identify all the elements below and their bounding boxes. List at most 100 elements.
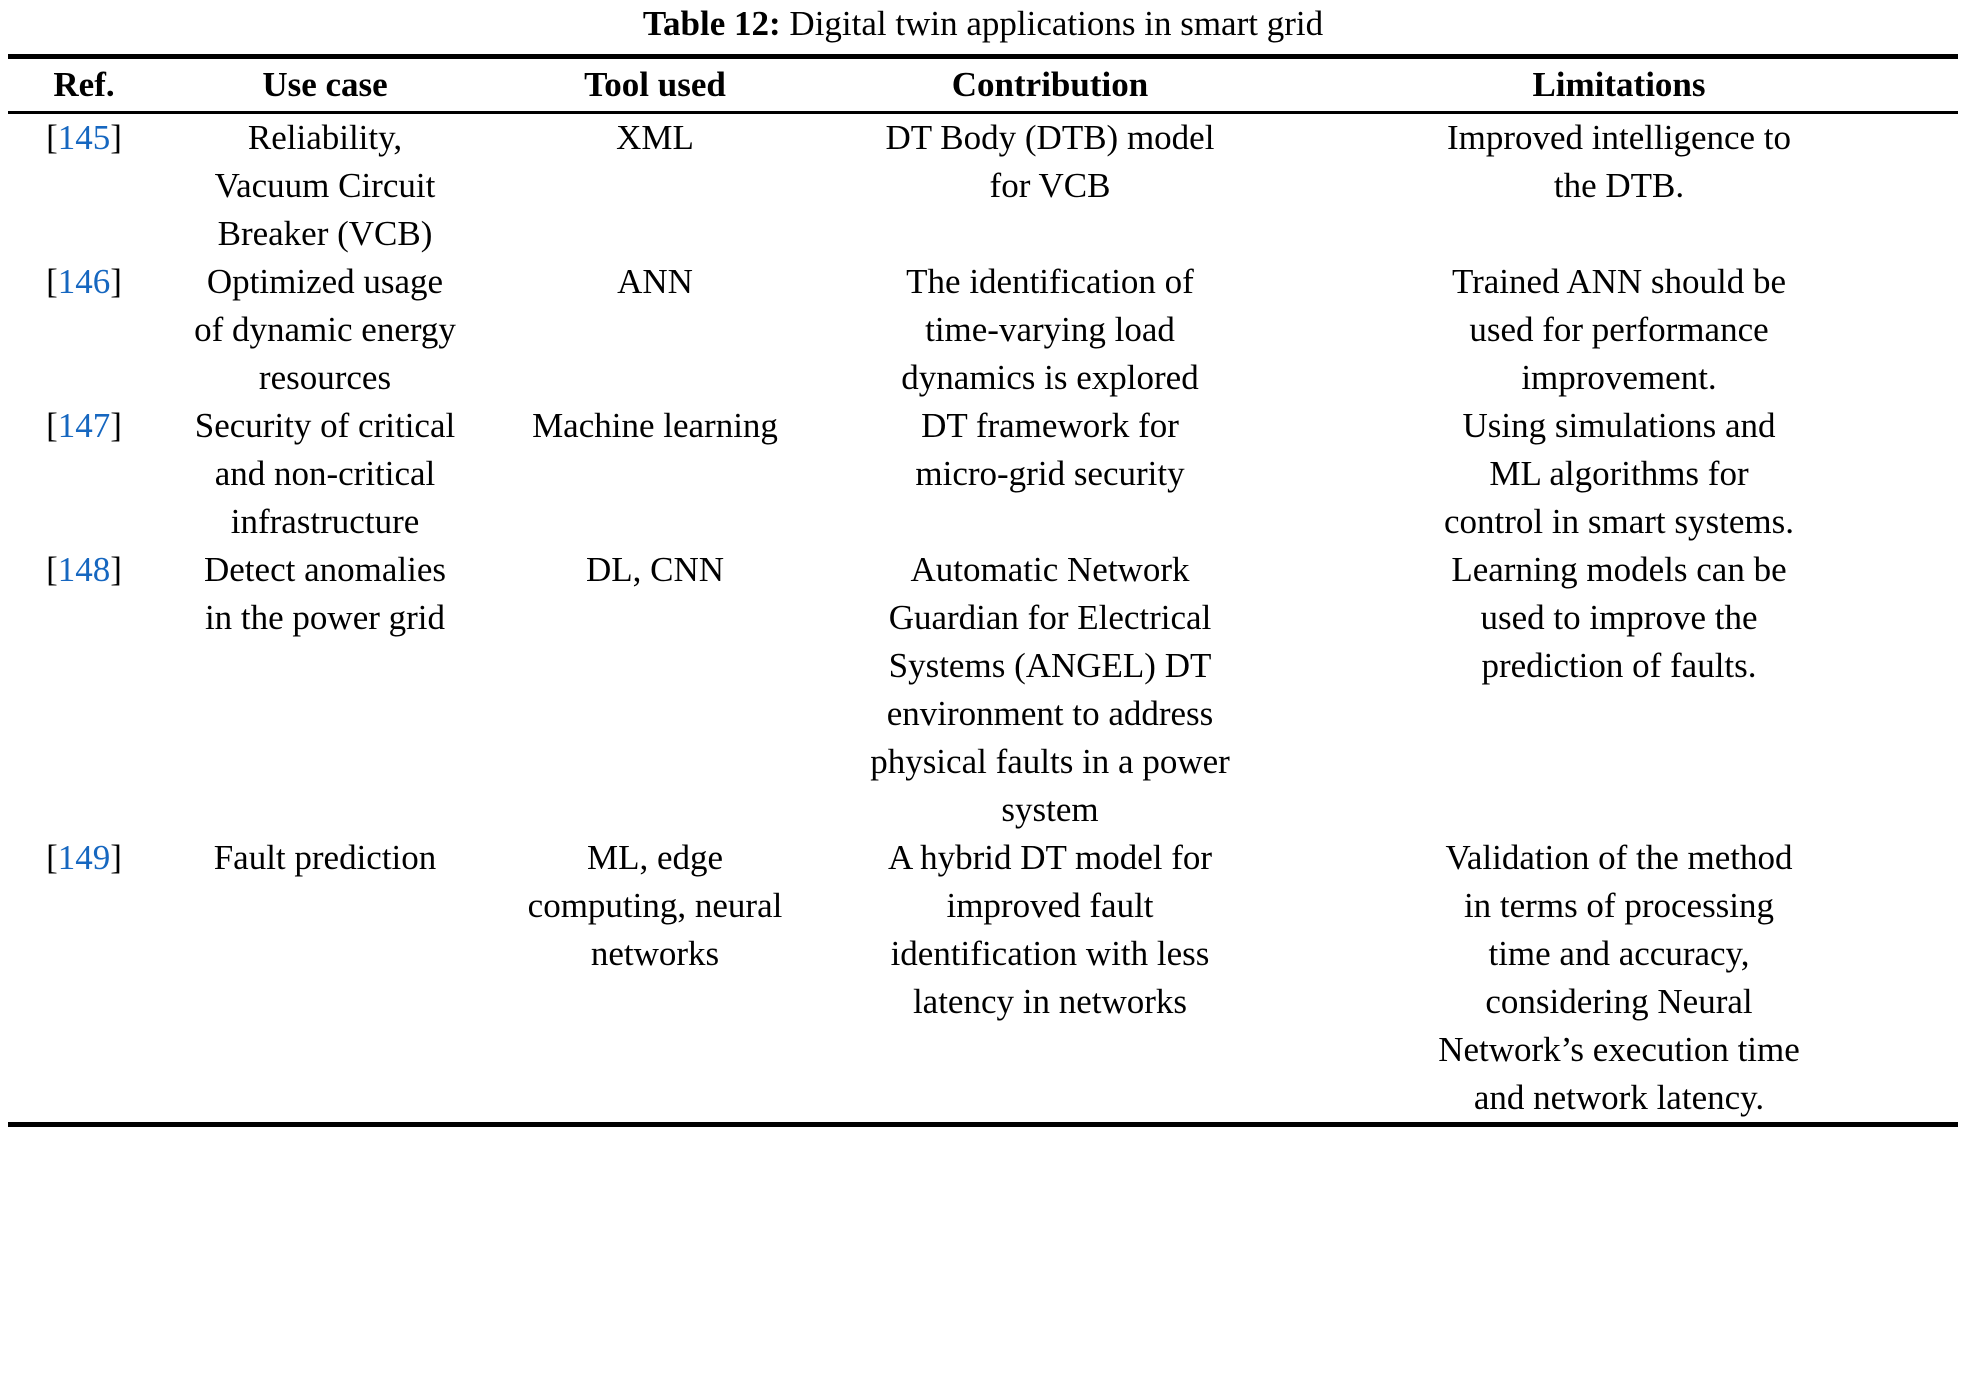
cell-reference: [148] <box>8 546 160 834</box>
cell-limitations: Trained ANN should be used for performanc… <box>1280 258 1958 402</box>
cell-line: A hybrid DT model for <box>887 838 1213 877</box>
cell-line: ANN <box>617 262 693 301</box>
cell-reference: [146] <box>8 258 160 402</box>
cell-line: in the power grid <box>204 598 446 637</box>
cell-line: Learning models can be <box>1451 550 1787 589</box>
cell-line: system <box>1001 790 1099 829</box>
table-caption-label: Table 12: <box>642 4 781 43</box>
table-caption-text: Digital twin applications in smart grid <box>789 4 1324 43</box>
cell-line: computing, neural <box>527 886 783 925</box>
cell-line: Fault prediction <box>213 838 437 877</box>
reference-link-146[interactable]: 146 <box>57 262 111 301</box>
column-header-limitations: Limitations <box>1532 65 1706 104</box>
cell-line: Automatic Network <box>910 550 1190 589</box>
cell-line: Reliability, <box>247 118 403 157</box>
table-header-rule <box>8 111 1958 114</box>
cell-tool-used: Machine learning <box>490 402 820 546</box>
reference-link-147[interactable]: 147 <box>57 406 111 445</box>
cell-line: XML <box>616 118 694 157</box>
cell-line: used for performance <box>1469 310 1769 349</box>
reference-bracket-open: [ <box>46 406 58 445</box>
table-bottom-rule <box>8 1122 1958 1127</box>
cell-line: Network’s execution time <box>1438 1030 1800 1069</box>
cell-reference: [149] <box>8 834 160 1122</box>
cell-limitations: Validation of the method in terms of proc… <box>1280 834 1958 1122</box>
reference-bracket-close: ] <box>110 838 122 877</box>
cell-contribution: DT framework for micro-grid security <box>820 402 1280 546</box>
cell-line: Validation of the method <box>1445 838 1793 877</box>
cell-line: micro-grid security <box>915 454 1185 493</box>
cell-use-case: Fault prediction <box>160 834 490 1122</box>
column-header-contribution: Contribution <box>951 65 1149 104</box>
reference-link-148[interactable]: 148 <box>57 550 111 589</box>
cell-line: dynamics is explored <box>901 358 1199 397</box>
cell-line: physical faults in a power <box>870 742 1230 781</box>
cell-line: Vacuum Circuit <box>214 166 436 205</box>
cell-line: time-varying load <box>925 310 1175 349</box>
cell-line: The identification of <box>906 262 1194 301</box>
cell-contribution: The identification of time-varying load dy… <box>820 258 1280 402</box>
cell-line: used to improve the <box>1480 598 1758 637</box>
cell-limitations: Learning models can be used to improve th… <box>1280 546 1958 834</box>
reference-link-145[interactable]: 145 <box>57 118 111 157</box>
cell-line: DL, CNN <box>585 550 725 589</box>
cell-line: infrastructure <box>230 502 420 541</box>
reference-bracket-open: [ <box>46 262 58 301</box>
cell-line: of dynamic energy <box>194 310 456 349</box>
column-header-ref: Ref. <box>53 65 115 104</box>
cell-line: Machine learning <box>532 406 778 445</box>
cell-line: Detect anomalies <box>204 550 446 589</box>
cell-reference: [145] <box>8 114 160 258</box>
reference-bracket-close: ] <box>110 406 122 445</box>
cell-line: improved fault <box>946 886 1154 925</box>
cell-line: control in smart systems. <box>1444 502 1794 541</box>
reference-bracket-close: ] <box>110 118 122 157</box>
cell-line: Systems (ANGEL) DT <box>888 646 1212 685</box>
cell-line: Optimized usage <box>206 262 444 301</box>
cell-line: resources <box>258 358 392 397</box>
table-row: [148] Detect anomalies in the power grid DL… <box>8 546 1958 834</box>
reference-bracket-open: [ <box>46 118 58 157</box>
cell-line: identification with less <box>890 934 1210 973</box>
cell-tool-used: DL, CNN <box>490 546 820 834</box>
reference-bracket-open: [ <box>46 838 58 877</box>
column-header-use-case: Use case <box>262 65 388 104</box>
cell-line: DT framework for <box>921 406 1179 445</box>
cell-line: improvement. <box>1521 358 1717 397</box>
cell-line: for VCB <box>989 166 1111 205</box>
table-caption: Table 12: Digital twin applications in s… <box>0 0 1966 54</box>
reference-bracket-open: [ <box>46 550 58 589</box>
cell-reference: [147] <box>8 402 160 546</box>
cell-line: and network latency. <box>1473 1078 1765 1117</box>
cell-tool-used: XML <box>490 114 820 258</box>
cell-line: ML algorithms for <box>1489 454 1749 493</box>
cell-use-case: Optimized usage of dynamic energy resource… <box>160 258 490 402</box>
table-header-row: Ref. Use case Tool used Contribution Lim… <box>8 59 1958 111</box>
cell-use-case: Detect anomalies in the power grid <box>160 546 490 834</box>
cell-line: Trained ANN should be <box>1451 262 1787 301</box>
cell-line: latency in networks <box>912 982 1188 1021</box>
cell-line: prediction of faults. <box>1481 646 1757 685</box>
cell-line: in terms of processing <box>1463 886 1775 925</box>
cell-line: environment to address <box>886 694 1214 733</box>
cell-tool-used: ANN <box>490 258 820 402</box>
column-header-tool-used: Tool used <box>584 65 726 104</box>
reference-bracket-close: ] <box>110 262 122 301</box>
cell-line: the DTB. <box>1553 166 1685 205</box>
cell-line: Security of critical <box>194 406 456 445</box>
cell-line: Breaker (VCB) <box>217 214 433 253</box>
cell-line: time and accuracy, <box>1488 934 1750 973</box>
table-top-rule <box>8 54 1958 59</box>
reference-link-149[interactable]: 149 <box>57 838 111 877</box>
